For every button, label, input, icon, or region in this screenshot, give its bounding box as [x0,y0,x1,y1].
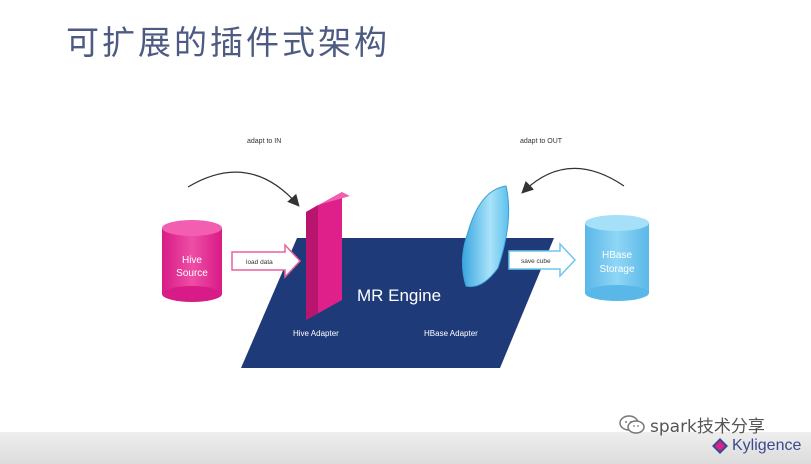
adapt-out-curve-arrow [521,167,625,194]
hbase-storage-cylinder: HBase Storage [585,215,649,301]
adapt-out-label: adapt to OUT [520,138,563,145]
watermark: spark技术分享 [618,412,765,437]
footer-bar [0,432,811,464]
architecture-diagram: MR Engine adapt to IN adapt to OUT Hive … [162,138,649,368]
load-data-arrow: load data [231,243,302,279]
save-cube-arrow: save cube [508,242,577,278]
wechat-icon [619,414,645,434]
load-data-label: load data [246,259,273,266]
brand: Kyligence [711,437,801,455]
hive-source-label-line2: Source [176,268,208,279]
adapt-in-label: adapt to IN [247,138,281,145]
hive-adapter-label: Hive Adapter [293,329,339,338]
page-title: 可扩展的插件式架构 [66,23,390,62]
hbase-storage-label-line2: Storage [599,264,634,275]
watermark-text: spark技术分享 [650,417,765,437]
brand-name: Kyligence [732,437,802,454]
hive-source-cylinder: Hive Source [162,220,222,302]
hbase-storage-label-line1: HBase [602,250,632,261]
mr-engine-label: MR Engine [357,286,441,305]
hive-source-label-line1: Hive [182,255,202,266]
save-cube-label: save cube [521,258,551,265]
adapt-in-curve-arrow [187,171,300,207]
hbase-adapter-label: HBase Adapter [424,329,478,338]
hive-adapter-slab [306,192,350,320]
kyligence-logo-icon [712,438,728,454]
hbase-adapter-lens [462,185,510,288]
